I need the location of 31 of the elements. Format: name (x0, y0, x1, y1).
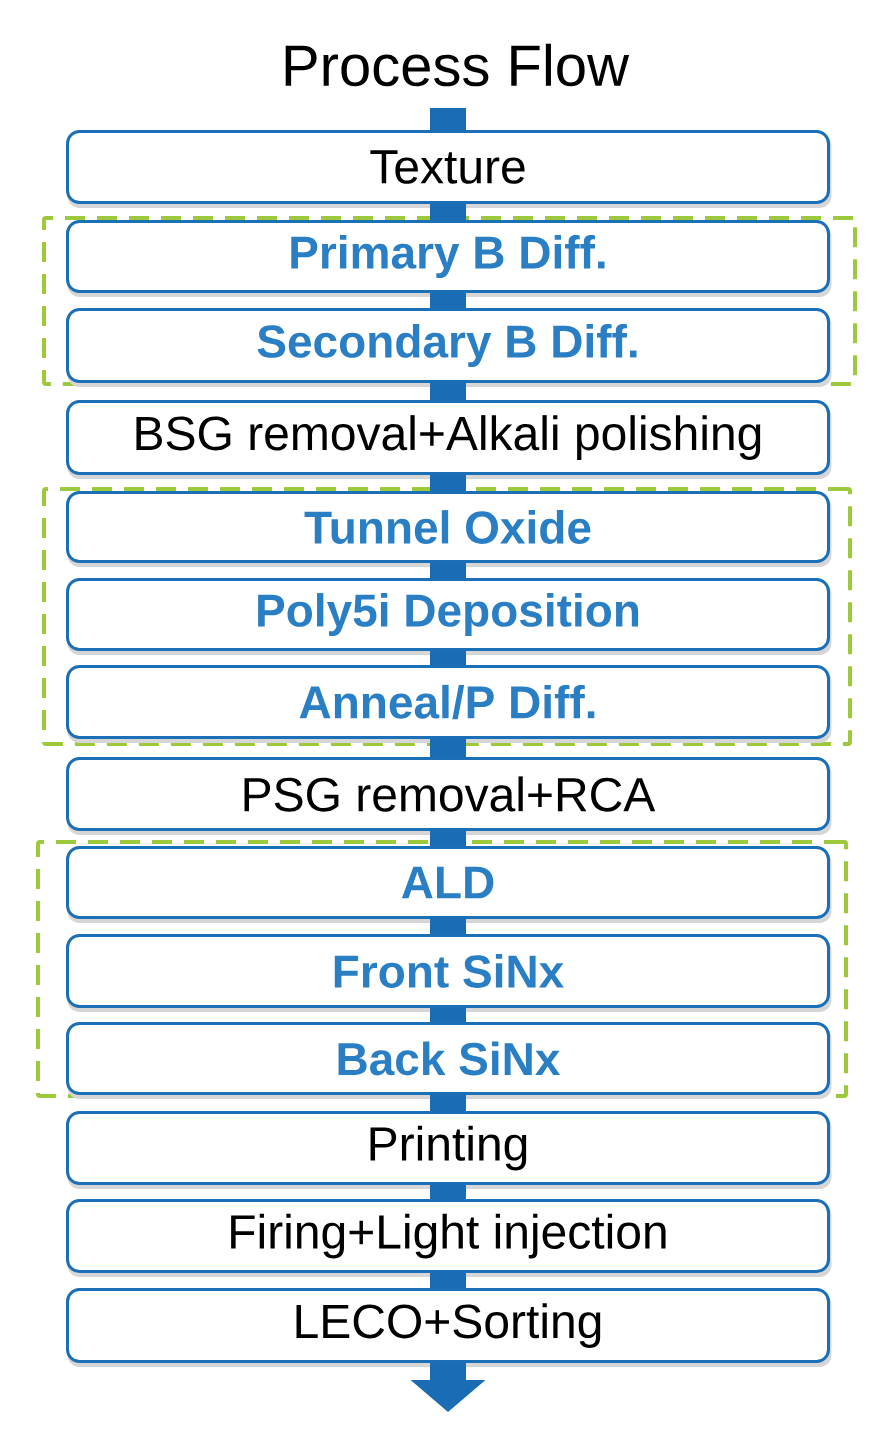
process-box: Tunnel Oxide (66, 491, 832, 567)
connector-bar (430, 108, 466, 130)
process-box: Poly5i Deposition (66, 578, 832, 655)
process-box: Secondary B Diff. (66, 308, 832, 387)
connector-bar (430, 1185, 466, 1199)
process-box: Anneal/P Diff. (66, 665, 832, 743)
process-box: LECO+Sorting (66, 1288, 832, 1367)
process-box: Firing+Light injection (66, 1199, 832, 1277)
connector-bar (430, 1273, 466, 1288)
connector-bar (430, 739, 466, 757)
process-box: Primary B Diff. (66, 220, 832, 297)
connector-bar (430, 475, 466, 491)
process-box: PSG removal+RCA (66, 757, 832, 835)
connector-bar (430, 1008, 466, 1022)
connector-bar (430, 563, 466, 578)
flow-arrow (410, 1363, 486, 1412)
connector-bar (430, 831, 466, 846)
process-box: Texture (66, 130, 832, 208)
connector-bar (430, 293, 466, 308)
connector-bar (430, 383, 466, 400)
connector-bar (430, 204, 466, 220)
process-box: Front SiNx (66, 934, 832, 1012)
connector-bar (430, 919, 466, 934)
dashed-group-frame (42, 487, 852, 746)
process-box: Printing (66, 1111, 832, 1189)
process-box: BSG removal+Alkali polishing (66, 400, 832, 479)
title: Process Flow (285, 43, 630, 87)
process-box: ALD (66, 846, 832, 923)
connector-bar (430, 1095, 466, 1111)
connector-bar (430, 651, 466, 665)
process-box: Back SiNx (66, 1022, 832, 1099)
